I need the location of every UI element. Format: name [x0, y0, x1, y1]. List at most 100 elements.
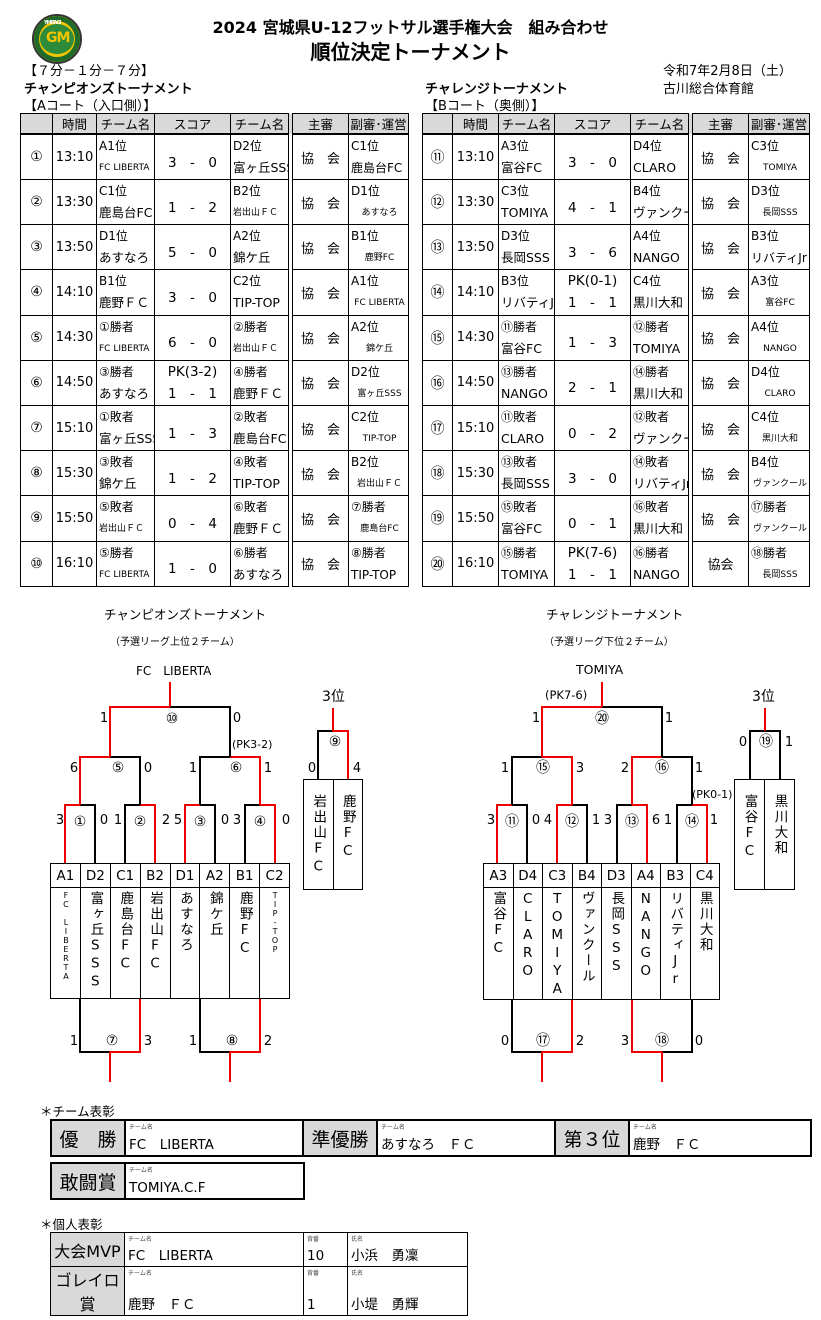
team2-slot: A2位	[233, 229, 261, 244]
team-code: D3	[601, 863, 632, 888]
right-third-label: 3位	[752, 689, 775, 705]
team-name: NANGO	[637, 891, 654, 981]
score-line2: 1 - 2	[167, 470, 218, 487]
score: 5	[174, 813, 182, 828]
right-tournament-name: チャレンジトーナメント	[425, 82, 568, 97]
subref-team: NANGO	[763, 343, 797, 354]
right-pk-final: (PK7-6)	[545, 688, 588, 702]
team-name: 岩出山FC	[147, 891, 164, 974]
score-cell: 0 - 1	[554, 495, 631, 542]
score-line2: 0 - 1	[567, 515, 618, 532]
score: 6	[70, 761, 78, 776]
team-name: 鹿島台FC	[117, 891, 134, 974]
subreferee-cell: D2位富ヶ丘SSS	[348, 359, 409, 406]
team-code: D1	[169, 863, 201, 888]
match-time: 14:50	[52, 359, 97, 406]
score-line2: 0 - 2	[567, 425, 618, 442]
subref-slot: ⑧勝者	[351, 545, 386, 560]
third-place-team-box: 鹿野FC	[332, 779, 363, 890]
subref-team: ヴァンクール	[752, 524, 807, 535]
match-time: 14:50	[452, 359, 499, 406]
col-referee: 主審	[692, 113, 749, 135]
score-cell: 5 - 0	[154, 224, 231, 271]
team2-name: NANGO	[633, 250, 680, 266]
match-number: ⑥	[230, 760, 243, 776]
bracket-line	[542, 999, 573, 1053]
team-name: リバティJr	[667, 891, 684, 989]
bracket-line	[511, 756, 542, 805]
referee: 協 会	[292, 269, 349, 316]
score: 3	[144, 1034, 152, 1049]
match-number: ⑨	[329, 734, 342, 750]
subref-team: 長岡SSS	[762, 569, 798, 580]
referee: 協 会	[292, 540, 349, 587]
winner-label: 優 勝	[50, 1119, 126, 1157]
score-cell: 1 - 3	[554, 314, 631, 361]
right-bracket-note: （予選リーグ下位２チーム）	[544, 637, 674, 648]
team1-cell: B1位鹿野ＦＣ	[96, 269, 155, 316]
score: 1	[665, 711, 673, 726]
match-number: ⑮	[422, 314, 453, 361]
match-number: ⑤	[20, 314, 53, 361]
third-place-team-box: 黒川大和	[764, 779, 795, 890]
subref-team: TOMIYA	[763, 163, 797, 173]
team2-slot: ②勝者	[233, 319, 268, 334]
match-time: 14:30	[452, 314, 499, 361]
score: 0	[739, 735, 747, 750]
score: 1	[100, 711, 108, 726]
team2-name: 岩出山ＦＣ	[233, 208, 279, 219]
team1-slot: D3位	[501, 229, 530, 244]
team2-slot: C4位	[633, 274, 662, 289]
third-team: チーム名鹿野 ＦＣ	[628, 1119, 812, 1157]
score-cell: 1 - 2	[154, 450, 231, 497]
bracket-line	[200, 804, 216, 863]
team1-slot: ③勝者	[99, 364, 134, 379]
bracket-line	[124, 804, 140, 863]
referee: 協 会	[692, 224, 749, 271]
team2-slot: ②敗者	[233, 410, 268, 425]
score: 3	[56, 813, 64, 828]
team-code: C4	[689, 863, 720, 888]
team1-slot: ⑮勝者	[501, 545, 538, 560]
score-line2: 3 - 0	[567, 470, 618, 487]
score-line2: 1 - 2	[167, 199, 218, 216]
score: 4	[353, 761, 361, 776]
team-name: 長岡SSS	[608, 891, 625, 976]
bracket-line	[765, 730, 781, 779]
team-name-box: 富ヶ丘SSS	[79, 887, 111, 999]
match-number: ⑪	[505, 814, 519, 830]
bracket-line	[170, 706, 231, 757]
score: 1	[664, 813, 672, 828]
team1-name: 鹿野ＦＣ	[99, 295, 150, 311]
team1-slot: ⑬勝者	[501, 364, 538, 379]
subref-slot: C1位	[351, 139, 380, 153]
team-name-box: TOMIYA	[542, 887, 573, 1000]
match-number: ⑦	[106, 1033, 119, 1049]
subreferee-cell: B4位ヴァンクール	[748, 450, 810, 497]
left-third-label: 3位	[322, 689, 345, 705]
bracket-line	[512, 804, 528, 863]
team1-slot: ⑬敗者	[501, 455, 538, 470]
team-name: FC LIBERTA	[61, 891, 71, 981]
right-pk-note: (PK0-1)	[692, 788, 733, 801]
team-name: 富谷FC	[741, 794, 758, 861]
team-name-box: TIP-TOP	[259, 887, 290, 999]
team2-name: ヴァンクール	[633, 431, 688, 447]
team1-cell: ⑮敗者富谷FC	[498, 495, 555, 542]
team2-name: 黒川大和	[633, 521, 684, 537]
team1-slot: ⑪勝者	[501, 319, 538, 334]
team2-name: TIP-TOP	[233, 295, 280, 311]
team-name-box: ヴァンクール	[571, 887, 602, 1000]
referee: 協 会	[692, 450, 749, 497]
subref-team: 岩出山ＦＣ	[356, 479, 402, 490]
bracket-line	[632, 804, 648, 863]
